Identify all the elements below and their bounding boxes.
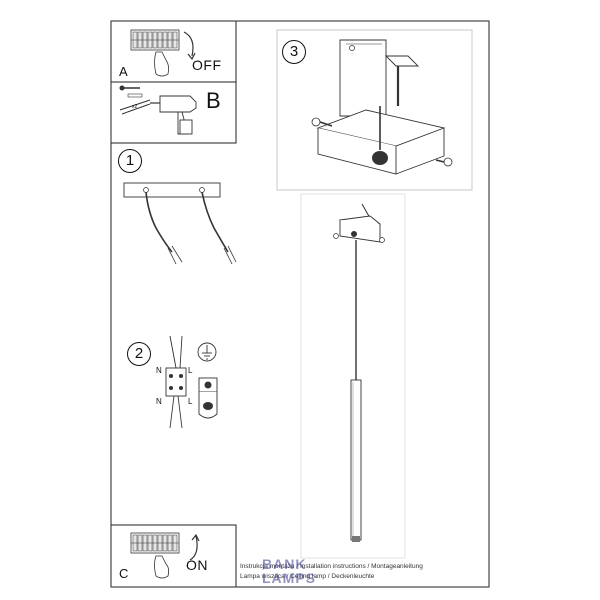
step-c-label: C: [119, 566, 129, 581]
terminal-block: [165, 367, 187, 397]
live-top-label: L: [188, 366, 193, 375]
canopy-screw-right: [435, 157, 453, 167]
page-frame: [110, 20, 490, 588]
step-2-drawing: [165, 335, 218, 429]
step-1-drawing: [123, 182, 237, 265]
step-b-label: B: [206, 88, 221, 113]
fuse-box-icon: [130, 532, 180, 554]
watermark-top: BANK: [262, 556, 307, 572]
fuse-box-icon: [130, 29, 180, 51]
step-c-panel: [110, 524, 237, 588]
step-b-panel: [110, 81, 237, 144]
hand-icon: [154, 51, 170, 77]
drill-icon: [150, 95, 197, 135]
screws-plugs-icon: [119, 85, 151, 115]
live-bottom-label: L: [188, 397, 193, 406]
ground-icon: [197, 342, 217, 362]
off-label: OFF: [192, 57, 222, 73]
ground-terminal: [198, 377, 218, 419]
step-1-number: 1: [118, 149, 142, 173]
screw-qty-label: x2: [132, 104, 138, 110]
mounting-bracket: [339, 39, 420, 117]
footer-instructions: Instrukcja montażu / Installation instru…: [240, 563, 423, 570]
neutral-bottom-label: N: [156, 397, 162, 406]
on-label: ON: [186, 557, 208, 573]
step-3-number: 3: [282, 40, 306, 64]
step-a-panel: [110, 20, 237, 83]
neutral-top-label: N: [156, 366, 162, 375]
step-2-number: 2: [127, 342, 151, 366]
hand-icon: [154, 555, 170, 579]
step-3-panel: [276, 29, 473, 191]
arrow-up-icon: [189, 535, 198, 561]
arrow-down-icon: [183, 31, 194, 57]
watermark-bottom: LAMPS: [262, 570, 316, 586]
footer-lamp-type: Lampa wisząca / Ceiling lamp / Deckenleu…: [240, 573, 375, 580]
step-a-label: A: [119, 64, 128, 79]
canopy-box: [316, 106, 446, 175]
pendant-lamp: [300, 193, 406, 559]
canopy-screw-left: [311, 117, 333, 127]
